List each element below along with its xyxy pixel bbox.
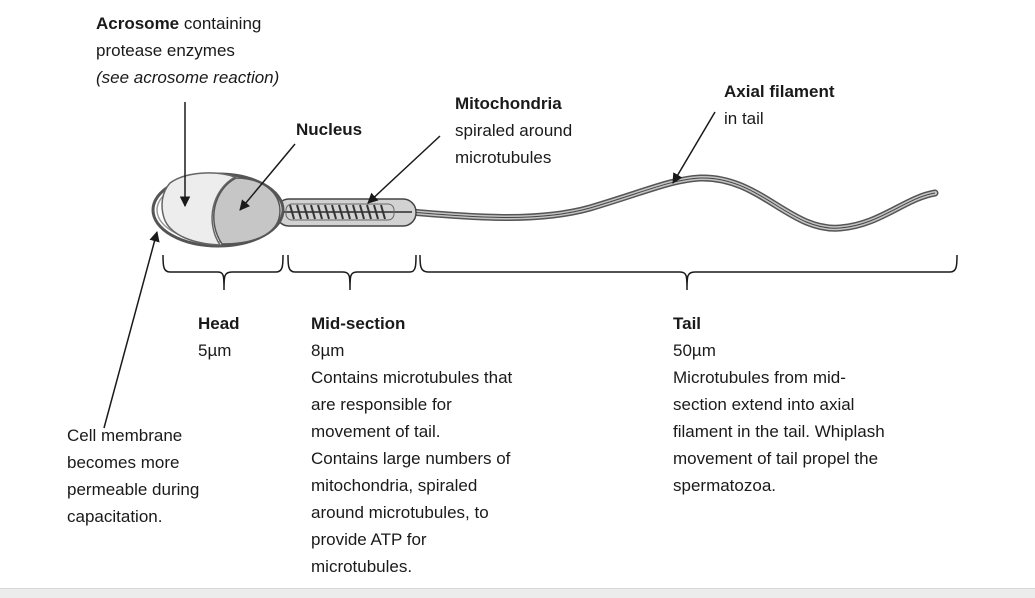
nucleus-shape [213, 177, 281, 245]
tail-desc-2: filament in the tail. Whiplash [673, 422, 885, 441]
acrosome-line3: (see acrosome reaction) [96, 68, 280, 87]
tail-desc-3: movement of tail propel the [673, 449, 879, 468]
midsection-desc-3: Contains large numbers of [311, 449, 511, 468]
midsection-size: 8µm [311, 341, 345, 360]
midsection-desc-6: provide ATP for [311, 530, 427, 549]
mitochondria-label: Mitochondria spiraled around microtubule… [455, 90, 572, 171]
acrosome-line2: protease enzymes [96, 41, 235, 60]
midsection-bracket [287, 254, 417, 291]
axial-filament-label: Axial filament in tail [724, 78, 835, 132]
membrane-line-3: capacitation. [67, 507, 163, 526]
membrane-line-2: permeable during [67, 480, 200, 499]
mitochondria-line3: microtubules [455, 148, 552, 167]
midsection-desc-0: Contains microtubules that [311, 368, 513, 387]
midsection-desc-7: microtubules. [311, 557, 413, 576]
midsection-desc-4: mitochondria, spiraled [311, 476, 478, 495]
tail-desc-0: Microtubules from mid- [673, 368, 846, 387]
tail-bracket [419, 254, 958, 291]
axial-filament-arrow [672, 111, 716, 184]
mitochondria-title: Mitochondria [455, 94, 562, 113]
tail-desc-4: spermatozoa. [673, 476, 776, 495]
head-title: Head [198, 314, 240, 333]
midsection-label: Mid-section 8µm Contains microtubules th… [311, 310, 512, 580]
section-brackets [162, 254, 958, 291]
sperm-head [151, 172, 285, 248]
bottom-scrollbar-strip [0, 588, 1035, 598]
midsection-desc-2: movement of tail. [311, 422, 441, 441]
midsection-title: Mid-section [311, 314, 406, 333]
acrosome-label: Acrosome containing protease enzymes (se… [96, 10, 279, 91]
nucleus-label: Nucleus [296, 116, 362, 143]
midsection-desc-1: are responsible for [311, 395, 452, 414]
midsection-desc-5: around microtubules, to [311, 503, 489, 522]
mitochondria-line2: spiraled around [455, 121, 573, 140]
head-bracket [162, 254, 284, 291]
sperm-tail [406, 174, 939, 232]
membrane-line-0: Cell membrane [67, 426, 183, 445]
tail-title: Tail [673, 314, 702, 333]
membrane-arrow [103, 230, 160, 429]
head-label: Head 5µm [198, 310, 240, 364]
membrane-line-1: becomes more [67, 453, 180, 472]
sperm-midsection [275, 198, 417, 227]
tail-size: 50µm [673, 341, 716, 360]
acrosome-title: Acrosome [96, 14, 180, 33]
nucleus-title: Nucleus [296, 120, 363, 139]
mitochondria-arrow [367, 135, 441, 204]
nucleus-arrow [239, 143, 296, 211]
tail-label: Tail 50µm Microtubules from mid- section… [673, 310, 885, 499]
axial-filament-line2: in tail [724, 109, 764, 128]
head-size: 5µm [198, 341, 232, 360]
tail-desc-1: section extend into axial [673, 395, 855, 414]
acrosome-title-suffix: containing [179, 14, 262, 33]
acrosome-cap [161, 172, 237, 246]
axial-filament-title: Axial filament [724, 82, 835, 101]
mitochondria-spiral [289, 204, 386, 220]
membrane-label: Cell membrane becomes more permeable dur… [67, 422, 199, 530]
